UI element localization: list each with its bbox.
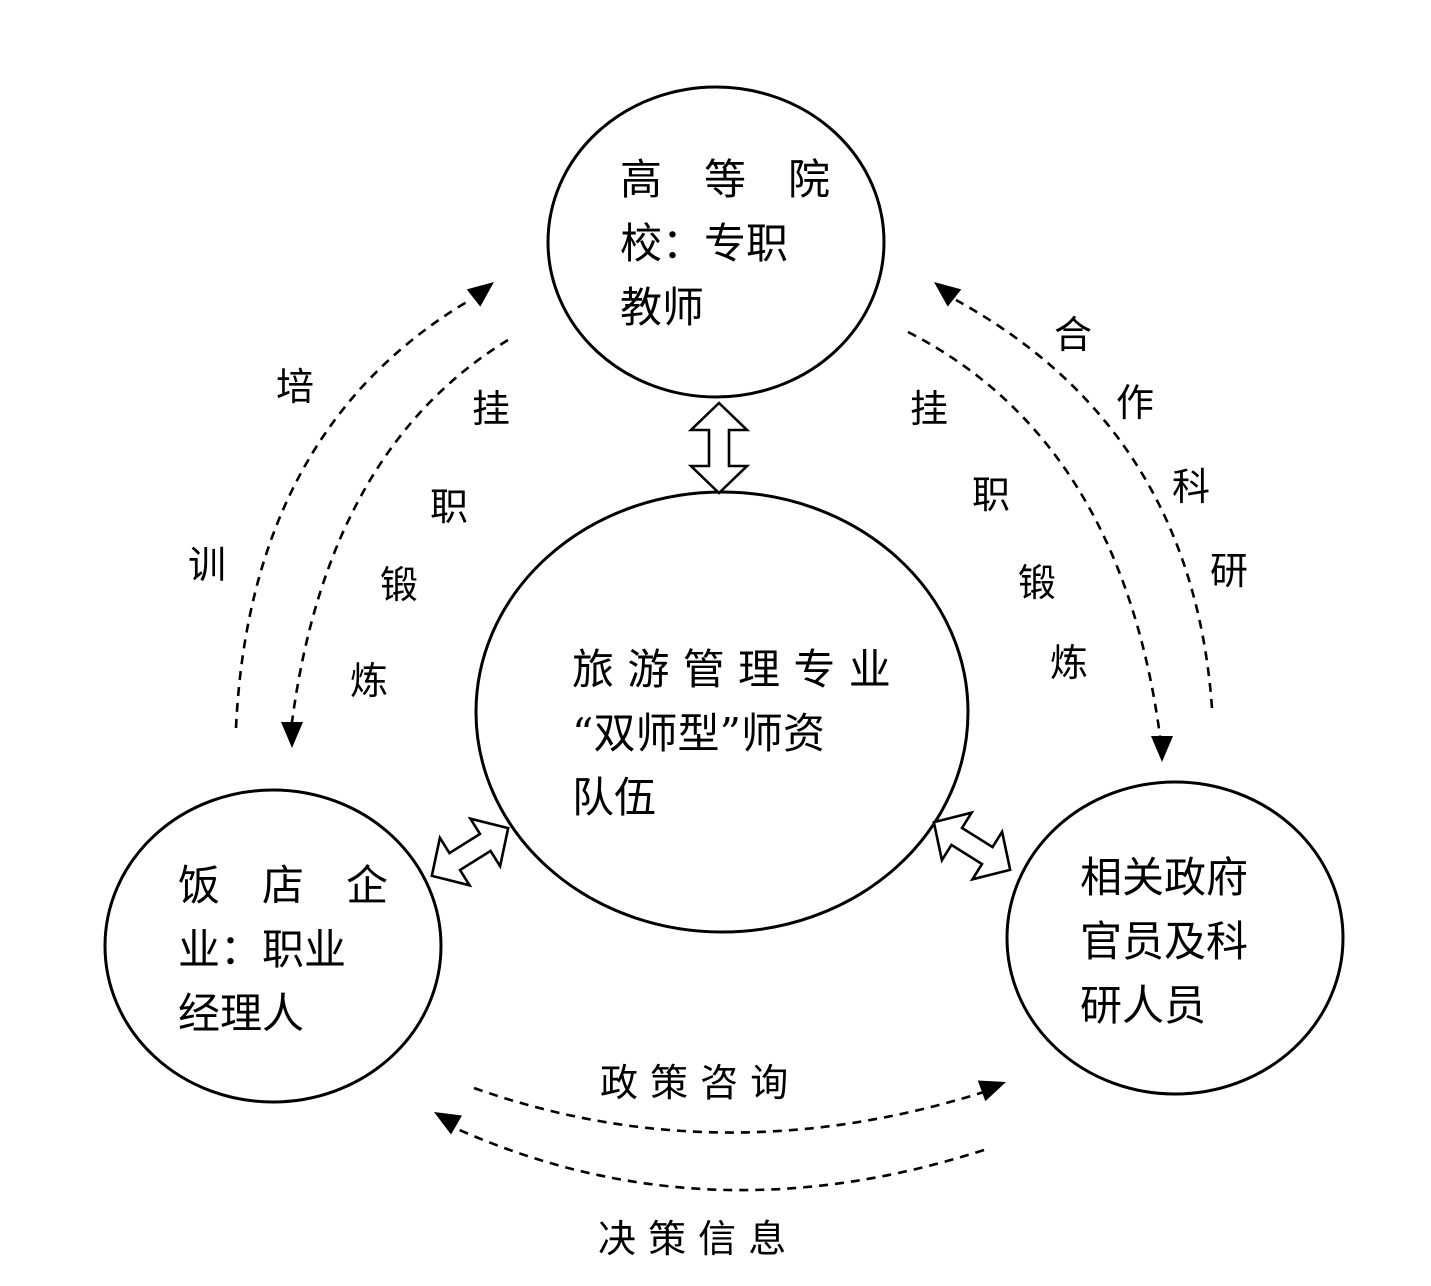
label-guazhi-right-char-3: 锻 (1018, 561, 1056, 605)
arrow-hezuo-path (955, 298, 1214, 709)
government-line-1: 相关政府 (1080, 853, 1248, 902)
hotel-line-3: 经理人 (178, 989, 304, 1038)
university-node (546, 85, 886, 399)
arrow-zhengce-path (473, 1086, 985, 1134)
label-guazhi-left-char-4: 炼 (350, 659, 388, 703)
center-line-3: 队伍 (572, 773, 656, 822)
label-hezuo-char-2: 作 (1116, 381, 1154, 425)
arrow-hezuo-head (934, 282, 962, 307)
double-arrow-hotel-center (430, 816, 510, 888)
arrow-guazhi-left-path (290, 338, 509, 723)
label-guazhi-left-char-2: 职 (430, 485, 468, 529)
label-guazhi-right-char-1: 挂 (910, 387, 948, 431)
arrow-guazhi-right-path (907, 330, 1162, 737)
center-line-2: “双师型”师资 (572, 709, 825, 758)
government-line-3: 研人员 (1080, 981, 1206, 1030)
arrow-peixun-path (234, 298, 471, 729)
double-arrow-government-center (932, 810, 1012, 882)
label-guazhi-left-char-1: 挂 (472, 387, 510, 431)
university-line-1: 高 等 院 (620, 155, 830, 204)
double-arrow-university-center (687, 401, 751, 495)
arrow-guazhi-left-head (281, 722, 303, 748)
label-guazhi-left-char-3: 锻 (380, 563, 418, 607)
label-guazhi-right-char-4: 炼 (1050, 641, 1088, 685)
arrow-guazhi-right-head (1151, 736, 1173, 762)
arrow-peixun-head (466, 282, 494, 307)
label-hezuo-char-4: 研 (1210, 549, 1248, 593)
university-line-3: 教师 (620, 283, 704, 332)
university-line-2: 校：专职 (620, 219, 788, 268)
hotel-line-1: 饭 店 企 (178, 861, 388, 910)
arrow-juece-head (434, 1112, 463, 1135)
label-peixun-char-1: 培 (276, 365, 314, 409)
center-node (474, 490, 970, 934)
label-hezuo-char-1: 合 (1054, 313, 1092, 357)
label-guazhi-right-char-2: 职 (972, 473, 1010, 517)
label-juece: 决 策 信 息 (598, 1217, 786, 1261)
arrow-juece-path (454, 1126, 985, 1192)
label-zhengce: 政 策 咨 询 (600, 1061, 788, 1105)
arrow-zhengce-head (977, 1080, 1006, 1102)
center-line-1: 旅 游 管 理 专 业 (572, 645, 891, 694)
label-peixun-char-2: 训 (188, 543, 226, 587)
label-hezuo-char-3: 科 (1172, 465, 1210, 509)
government-line-2: 官员及科 (1080, 917, 1248, 966)
government-node (1005, 780, 1345, 1096)
hotel-node (103, 788, 443, 1104)
hotel-line-2: 业：职业 (178, 925, 346, 974)
